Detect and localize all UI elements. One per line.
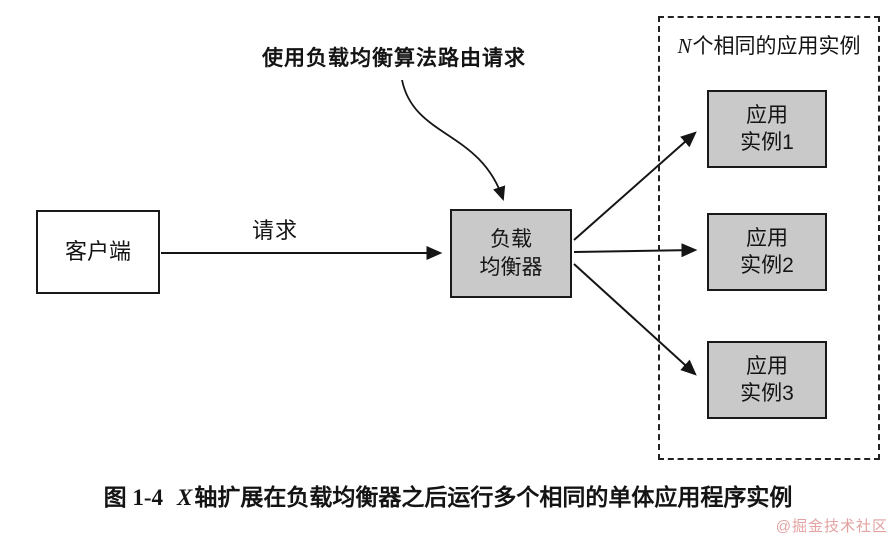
instances-group-title: N个相同的应用实例 [660,30,878,60]
annotation-label: 使用负载均衡算法路由请求 [262,47,526,70]
lb-to-instance1-arrow [573,131,697,241]
instances-group-title-n: N [677,34,692,58]
app-instance-3-line1: 应用 [746,354,788,378]
instances-group-title-text: 个相同的应用实例 [692,35,861,58]
load-balancer-label-line1: 负载 [490,228,532,252]
app-instance-3-box: 应用 实例3 [707,341,827,419]
annotation-arrow [401,79,506,202]
load-balancer-label-line2: 均衡器 [479,255,543,279]
app-instance-1-line2: 实例1 [740,131,794,154]
client-label: 客户端 [64,238,131,264]
app-instance-3-line2: 实例3 [740,382,794,405]
app-instance-2-box: 应用 实例2 [707,213,827,291]
app-instance-1-box: 应用 实例1 [707,90,827,168]
figure-caption-text: 轴扩展在负载均衡器之后运行多个相同的单体应用程序实例 [194,485,793,510]
request-label: 请求 [252,218,299,243]
client-box: 客户端 [36,210,160,294]
app-instance-2-line2: 实例2 [740,254,794,277]
watermark: @掘金技术社区 [775,518,888,535]
figure-caption-number: 图 1-4 [103,485,164,510]
figure-caption-x: X [177,485,193,510]
lb-to-instance2-arrow [573,243,698,258]
app-instance-1-line1: 应用 [746,103,788,127]
load-balancer-box: 负载 均衡器 [450,209,572,298]
lb-to-instance3-arrow [573,263,697,376]
app-instance-2-line1: 应用 [746,226,788,250]
figure-caption: 图 1-4 X轴扩展在负载均衡器之后运行多个相同的单体应用程序实例 [0,478,896,512]
instances-group: N个相同的应用实例 应用 实例1 应用 实例2 应用 实例3 [658,16,880,460]
